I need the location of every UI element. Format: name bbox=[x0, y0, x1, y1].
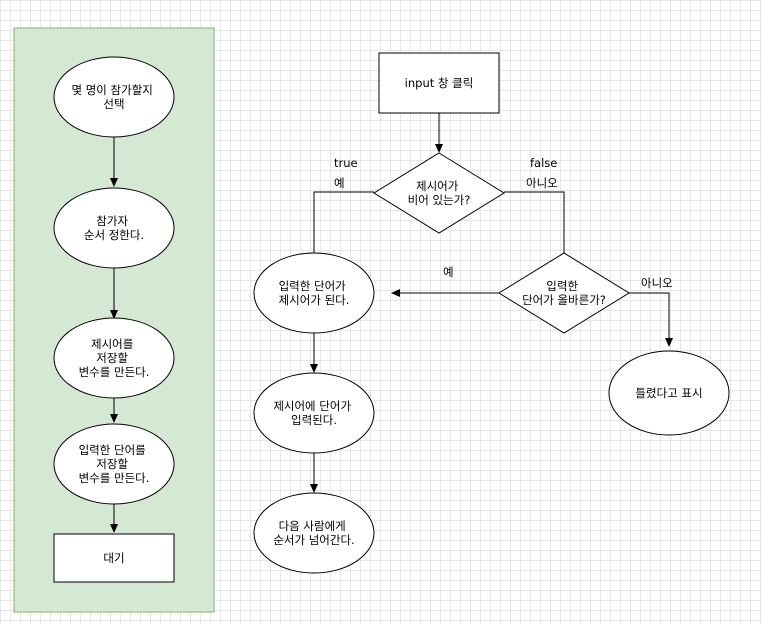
edge-label-yes-left: 예 bbox=[334, 176, 345, 190]
decision-is-empty[interactable]: 제시어가 비어 있는가? bbox=[373, 152, 505, 234]
node-show-wrong-label: 틀렸다고 표시 bbox=[635, 386, 702, 400]
node-entered[interactable]: 제시어에 단어가 입력된다. bbox=[253, 372, 375, 454]
edge-label-no-right: 아니오 bbox=[526, 176, 558, 190]
node-var-word[interactable]: 제시어를 저장할 변수를 만든다. bbox=[53, 317, 175, 399]
node-next-turn[interactable]: 다음 사람에게 순서가 넘어간다. bbox=[253, 492, 375, 574]
node-show-wrong[interactable]: 틀렸다고 표시 bbox=[608, 350, 730, 436]
node-wait-label: 대기 bbox=[103, 551, 124, 565]
node-input-click[interactable]: input 창 클릭 bbox=[378, 52, 500, 114]
node-select-count-label: 몇 명이 참가할지 선택 bbox=[71, 83, 156, 111]
edge-empty-false bbox=[504, 191, 565, 253]
edge-correct-no bbox=[627, 292, 673, 347]
edge-label-false: false bbox=[530, 156, 557, 170]
node-becomes-word[interactable]: 입력한 단어가 제시어가 된다. bbox=[253, 252, 375, 334]
edge-label-no-far: 아니오 bbox=[641, 276, 673, 290]
node-next-turn-label: 다음 사람에게 순서가 넘어간다. bbox=[273, 519, 354, 547]
node-becomes-word-label: 입력한 단어가 제시어가 된다. bbox=[279, 279, 350, 307]
node-wait[interactable]: 대기 bbox=[53, 533, 175, 583]
node-decide-order[interactable]: 참가자 순서 정한다. bbox=[53, 187, 175, 269]
edge-label-yes-mid: 예 bbox=[443, 265, 454, 279]
node-select-count[interactable]: 몇 명이 참가할지 선택 bbox=[53, 56, 175, 138]
node-input-click-label: input 창 클릭 bbox=[405, 76, 474, 90]
node-entered-label: 제시어에 단어가 입력된다. bbox=[273, 399, 354, 427]
node-var-input-label: 입력한 단어를 저장할 변수를 만든다. bbox=[79, 443, 150, 485]
decision-is-correct-label: 입력한 단어가 올바른가? bbox=[522, 279, 606, 307]
node-var-input[interactable]: 입력한 단어를 저장할 변수를 만든다. bbox=[53, 423, 175, 505]
decision-is-empty-label: 제시어가 비어 있는가? bbox=[408, 179, 471, 207]
decision-is-correct[interactable]: 입력한 단어가 올바른가? bbox=[498, 252, 630, 334]
edge-label-true: true bbox=[334, 156, 358, 170]
edge-empty-true bbox=[313, 191, 374, 253]
node-decide-order-label: 참가자 순서 정한다. bbox=[84, 214, 144, 242]
node-var-word-label: 제시어를 저장할 변수를 만든다. bbox=[79, 337, 150, 379]
